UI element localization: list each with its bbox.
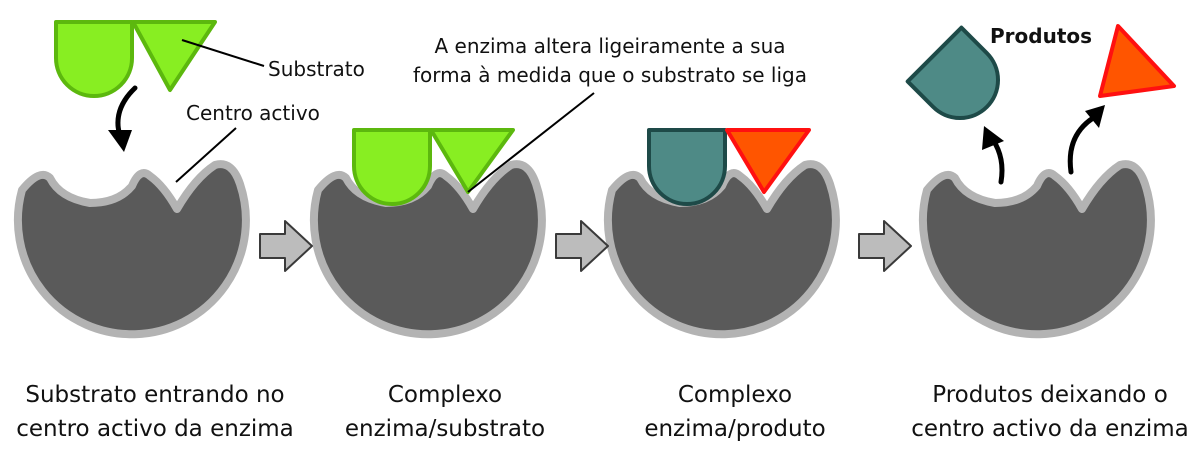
bound-substrate-triangle bbox=[429, 128, 515, 194]
caption-stage-1: Substrato entrando no centro activo da e… bbox=[5, 378, 305, 446]
substrate-triangle-piece bbox=[131, 20, 217, 92]
curved-arrow-substrate-in bbox=[115, 85, 138, 139]
released-product-round bbox=[905, 25, 1000, 120]
callout-line-induced-fit bbox=[467, 92, 595, 193]
induced-fit-label: A enzima altera ligeiramente a sua forma… bbox=[395, 32, 825, 90]
enzyme-1 bbox=[18, 164, 246, 334]
caption-stage-4: Produtos deixando o centro activo da enz… bbox=[902, 378, 1198, 446]
substrate-label: Substrato bbox=[268, 57, 365, 81]
process-arrow-1 bbox=[259, 220, 313, 272]
process-arrow-2 bbox=[555, 220, 609, 272]
induced-fit-label-line-2: forma à medida que o substrato se liga bbox=[413, 63, 807, 87]
caption-stage-2-line-1: Complexo bbox=[387, 382, 503, 408]
caption-stage-1-line-2: centro activo da enzima bbox=[16, 416, 294, 442]
curved-arrow-product-1-out bbox=[990, 137, 1005, 185]
caption-stage-1-line-1: Substrato entrando no bbox=[25, 382, 285, 408]
caption-stage-3-line-2: enzima/produto bbox=[644, 416, 826, 442]
substrate-round-piece bbox=[54, 20, 134, 98]
bound-substrate-round bbox=[352, 128, 432, 206]
callout-line-substrate bbox=[181, 39, 265, 67]
bound-product-triangle bbox=[725, 128, 811, 194]
callout-line-active-site bbox=[175, 127, 237, 183]
released-product-triangle bbox=[1098, 24, 1176, 98]
induced-fit-label-line-1: A enzima altera ligeiramente a sua bbox=[434, 34, 786, 58]
caption-stage-4-line-2: centro activo da enzima bbox=[911, 416, 1189, 442]
arrowhead-product-1-out bbox=[982, 126, 1004, 150]
process-arrow-3 bbox=[858, 220, 912, 272]
caption-stage-2: Complexo enzima/substrato bbox=[320, 378, 570, 446]
caption-stage-3: Complexo enzima/produto bbox=[610, 378, 860, 446]
caption-stage-2-line-2: enzima/substrato bbox=[344, 416, 546, 442]
arrowhead-product-2-out bbox=[1085, 105, 1105, 128]
products-label: Produtos bbox=[990, 24, 1093, 48]
enzyme-2 bbox=[314, 164, 542, 334]
arrowhead-substrate-in bbox=[108, 130, 132, 152]
enzyme-3 bbox=[608, 164, 836, 334]
curved-arrow-product-2-out bbox=[1067, 115, 1096, 175]
caption-stage-4-line-1: Produtos deixando o bbox=[932, 382, 1168, 408]
caption-stage-3-line-1: Complexo bbox=[677, 382, 793, 408]
bound-product-round bbox=[647, 128, 727, 206]
active-site-label: Centro activo bbox=[186, 101, 320, 125]
enzyme-4 bbox=[923, 164, 1151, 334]
